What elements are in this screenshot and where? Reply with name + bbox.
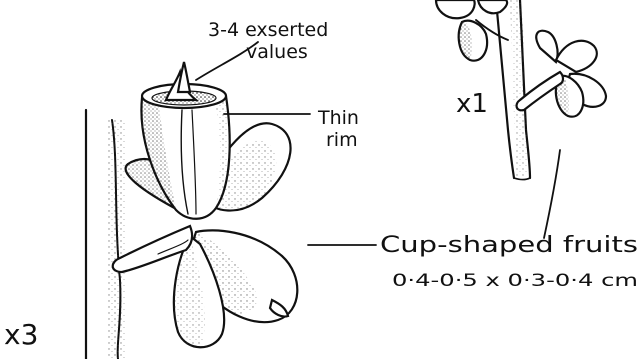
- habit-scale-label: x1: [456, 89, 488, 119]
- labels: 3-4 exserted values Thin rim Cup-shaped …: [4, 19, 638, 351]
- fruit-measurement-label: 0·4-0·5 x 0·3-0·4 cm: [392, 271, 638, 291]
- fruit-label-line1: Cup-shaped fruits: [380, 233, 638, 258]
- valves-label-line1: 3-4 exserted: [208, 19, 328, 41]
- rim-label-line1: Thin: [317, 107, 359, 129]
- valves-label-line2: values: [246, 41, 308, 63]
- fruit-detail: [113, 62, 298, 347]
- rim-label-line2: rim: [326, 129, 358, 151]
- detail-scale-label: x3: [4, 318, 38, 351]
- stem-detail: [86, 110, 126, 359]
- habit-leader-line: [544, 150, 560, 238]
